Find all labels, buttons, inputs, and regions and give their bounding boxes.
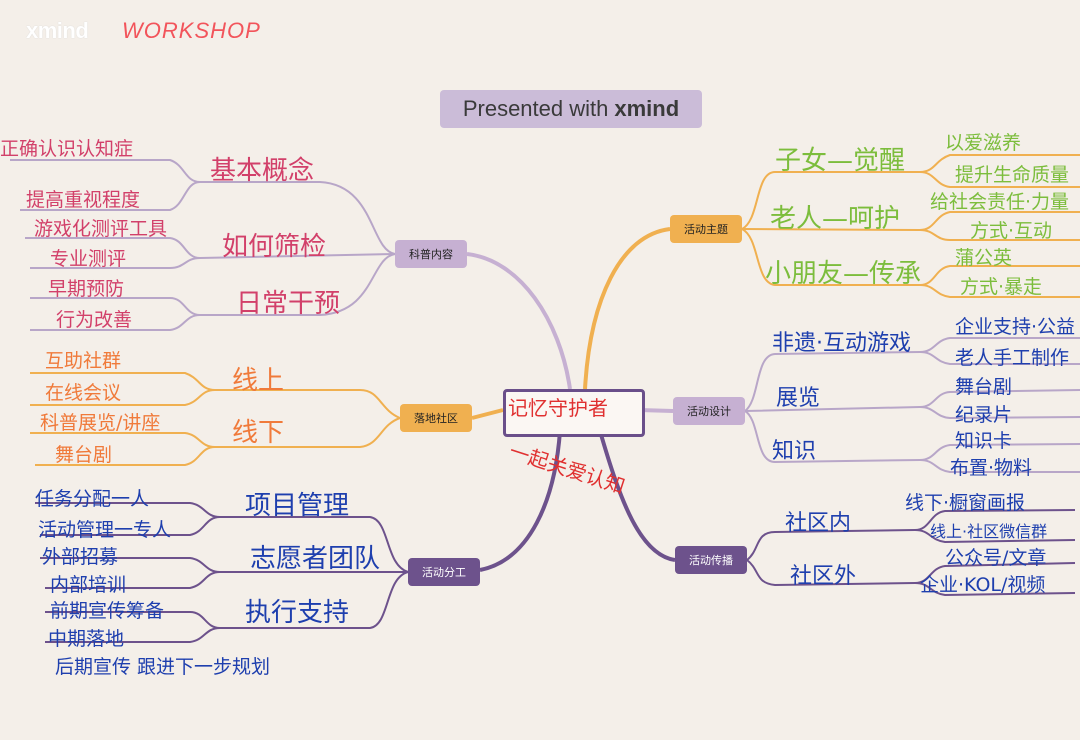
subtopic: 线下 (232, 418, 285, 448)
leaf: 纪录片 (955, 404, 1013, 426)
workshop-label: WORKSHOP (122, 18, 261, 43)
leaf: 企业·KOL/视频 (920, 574, 1046, 596)
leaf: 后期宣传 跟进下一步规划 (55, 656, 271, 678)
leaf: 科普展览/讲座 (40, 412, 161, 434)
leaf: 提升生命质量 (955, 164, 1070, 186)
subtopic: 线上 (232, 366, 285, 396)
subtopic: 子女—觉醒 (775, 146, 906, 176)
node-zhuti: 活动主题 (670, 215, 742, 243)
leaf: 中期落地 (48, 628, 125, 650)
leaf: 线上·社区微信群 (930, 522, 1048, 541)
leaf: 以爱滋养 (945, 132, 1022, 154)
subtopic: 展览 (776, 386, 821, 411)
badge-brand: xmind (614, 96, 680, 121)
subtopic: 社区内 (785, 511, 852, 536)
subtopic: 执行支持 (245, 598, 350, 628)
leaf: 在线会议 (45, 382, 122, 404)
subtopic: 项目管理 (245, 491, 350, 521)
central-topic-title: 记忆守护者 (508, 396, 608, 420)
leaf: 布置·物料 (950, 457, 1033, 479)
subtopic: 如何筛检 (222, 232, 327, 262)
leaf: 知识卡 (955, 430, 1013, 452)
badge-prefix: Presented with (462, 96, 609, 121)
leaf: 舞台剧 (55, 444, 113, 466)
leaf: 给社会责任·力量 (930, 191, 1070, 213)
subtopic: 知识 (772, 439, 817, 464)
leaf: 行为改善 (56, 309, 133, 331)
subtopic: 日常干预 (236, 289, 341, 319)
node-kepu: 科普内容 (395, 240, 467, 268)
leaf: 提高重视程度 (26, 189, 141, 211)
leaf: 互助社群 (45, 350, 122, 372)
leaf: 早期预防 (48, 278, 125, 300)
node-fengong: 活动分工 (408, 558, 480, 586)
subtopic: 基本概念 (210, 156, 315, 186)
node-chuanbo: 活动传播 (675, 546, 747, 574)
leaf: 企业支持·公益 (955, 316, 1076, 338)
leaf: 线下·橱窗画报 (905, 492, 1026, 514)
leaf: 任务分配一人 (35, 488, 150, 510)
leaf: 专业测评 (50, 248, 127, 270)
central-topic (503, 389, 645, 437)
subtopic: 老人—呵护 (770, 204, 901, 234)
leaf: 游戏化测评工具 (34, 218, 168, 240)
leaf: 方式·互动 (970, 220, 1053, 242)
subtopic: 社区外 (790, 564, 857, 589)
subtopic: 非遗·互动游戏 (772, 331, 911, 356)
leaf: 前期宣传筹备 (50, 600, 165, 622)
xmind-logo: xmind (26, 18, 89, 43)
node-luodi: 落地社区 (400, 404, 472, 432)
subtopic: 志愿者团队 (250, 544, 381, 574)
leaf: 内部培训 (50, 574, 127, 596)
leaf: 老人手工制作 (955, 347, 1070, 369)
leaf: 舞台剧 (955, 376, 1013, 398)
leaf: 公众号/文章 (945, 547, 1047, 569)
subtopic: 小朋友—传承 (765, 259, 922, 289)
leaf: 蒲公英 (955, 247, 1013, 269)
node-sheji: 活动设计 (673, 397, 745, 425)
leaf: 方式·暴走 (960, 276, 1043, 298)
leaf: 外部招募 (42, 546, 119, 568)
leaf: 活动管理一专人 (38, 519, 172, 541)
leaf: 正确认识认知症 (0, 138, 134, 160)
